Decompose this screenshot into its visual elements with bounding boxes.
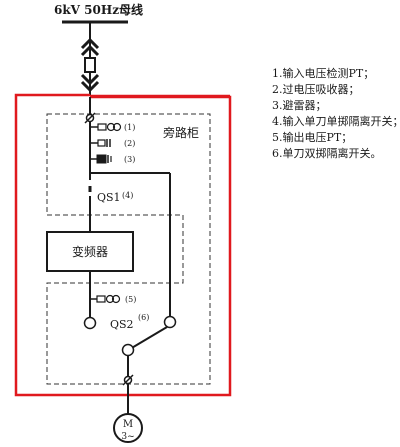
pt1-coil-a [106, 122, 116, 132]
pt5-coil-a [105, 294, 115, 304]
ref-2-label: (2) [124, 139, 135, 148]
pt1-fuse [97, 123, 107, 131]
bypass-cabinet-outline [46, 113, 211, 385]
legend-item: 3.避雷器； [272, 99, 327, 112]
qs2-pivot [121, 343, 135, 357]
arrester-body [96, 154, 107, 164]
ref-3-label: (3) [124, 155, 135, 164]
bypass-cabinet-label: 旁路柜 [163, 125, 199, 140]
qs1-label: QS1 [97, 191, 121, 204]
breaker-contact-upper [80, 37, 100, 50]
motor-symbol [113, 413, 143, 443]
legend-item: 1.输入电压检测PT； [272, 67, 375, 80]
breaker-contact-lower [80, 73, 100, 86]
inverter-label: 变频器 [72, 244, 108, 259]
ref-5-label: (5) [125, 295, 136, 304]
legend-item: 5.输出电压PT； [272, 131, 353, 144]
breaker-contact-upper-2 [80, 44, 100, 57]
input-connection-slash [84, 112, 96, 124]
legend: 1.输入电压检测PT； 2.过电压吸收器； 3.避雷器； 4.输入单刀单掷隔离开… [272, 66, 400, 162]
pt5-fuse [96, 295, 106, 303]
qs2-blade [129, 326, 168, 350]
qs2-ref-label: (6) [138, 313, 149, 322]
inverter-box [46, 231, 134, 272]
legend-item: 4.输入单刀单掷隔离开关； [272, 115, 400, 128]
pt5-coil-b [111, 294, 121, 304]
qs2-terminal-inverter [83, 316, 97, 330]
motor-label: M [123, 419, 133, 430]
qs1-ref-label: (4) [122, 191, 133, 200]
pt1-coil-b [112, 122, 122, 132]
legend-item: 2.过电压吸收器； [272, 83, 360, 96]
output-connection-slash [122, 374, 134, 386]
qs2-label: QS2 [110, 318, 134, 331]
motor-phase-label: 3~ [121, 432, 134, 442]
ref-1-label: (1) [124, 123, 135, 132]
legend-item: 6.单刀双掷隔离开关。 [272, 147, 382, 160]
bus-label: 6kV 50Hz母线 [54, 2, 143, 17]
breaker-contact-lower-2 [80, 80, 100, 93]
qs2-terminal-bypass [163, 315, 177, 329]
absorber-body [97, 139, 106, 147]
breaker-body [84, 57, 96, 73]
